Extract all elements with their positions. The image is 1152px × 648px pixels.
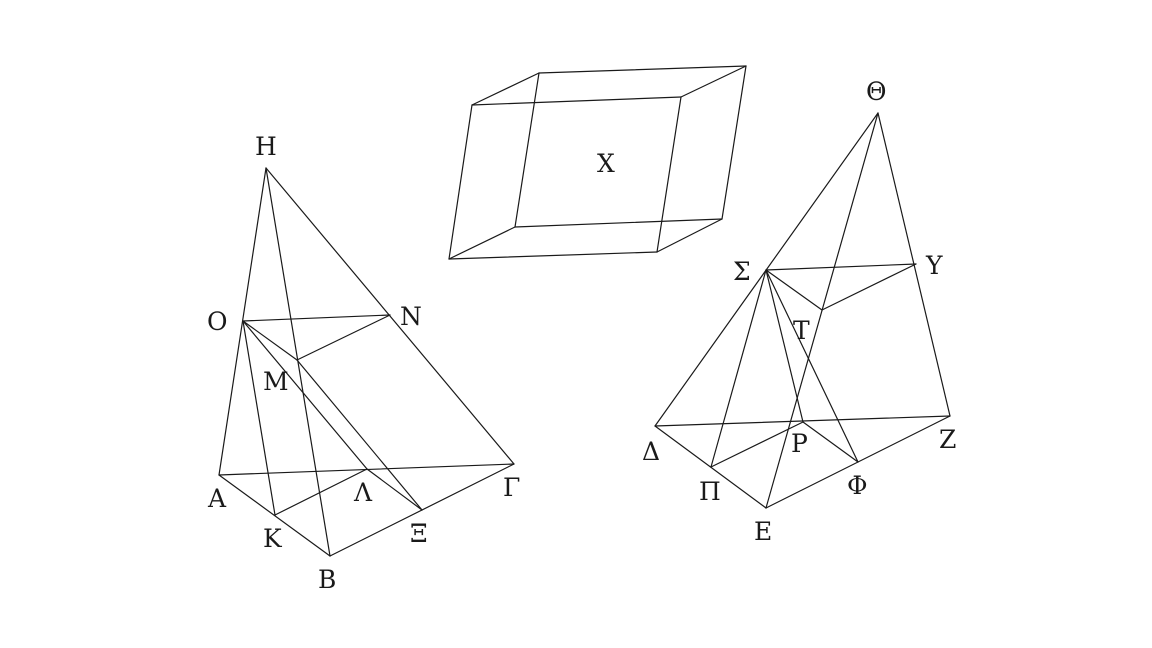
label-S: Σ <box>733 257 751 286</box>
edge-link-bottom-right <box>656 218 723 253</box>
edge-S-R <box>765 269 804 423</box>
edge-S-Y <box>765 263 917 271</box>
label-C: Χ <box>597 149 615 178</box>
edge-S-T <box>765 269 823 311</box>
edge-front-left <box>448 104 473 260</box>
label-B: Β <box>318 565 336 594</box>
edge-P-R <box>710 421 804 468</box>
edge-O-L <box>242 320 368 470</box>
label-T: Τ <box>793 316 810 345</box>
label-Y: Υ <box>925 251 943 280</box>
parallelepiped-middle: Χ <box>448 65 747 260</box>
edge-front-right <box>656 96 682 253</box>
label-E: Ε <box>754 517 772 546</box>
edge-link-bottom-left <box>448 226 516 260</box>
label-P: Π <box>699 477 721 506</box>
edge-T-Y <box>821 263 917 311</box>
edge-link-top-right <box>680 65 747 98</box>
label-K: Κ <box>263 524 283 553</box>
label-O: Ο <box>207 307 228 336</box>
edge-S-P <box>710 269 767 468</box>
label-G: Γ <box>503 473 520 502</box>
pyramid-left: Η Ο Ν Μ Α Κ Β Λ Ξ Γ <box>207 132 520 594</box>
edge-A-B <box>218 474 331 557</box>
label-Z: Ζ <box>939 425 956 454</box>
label-F: Φ <box>847 471 868 500</box>
edge-back-right <box>721 65 747 220</box>
edge-L-X <box>366 468 423 511</box>
label-TH: Θ <box>866 77 887 106</box>
edge-front-bottom <box>448 251 658 260</box>
edge-O-K <box>242 320 276 516</box>
edge-M-X <box>296 359 423 511</box>
label-H: Η <box>255 132 277 161</box>
label-L: Λ <box>353 478 373 507</box>
pyramid-right: Θ Σ Υ Τ Δ Π Ρ Ζ Φ Ε <box>642 77 956 546</box>
edge-O-M <box>242 320 298 361</box>
label-N: Ν <box>400 302 422 331</box>
edge-M-N <box>296 314 391 361</box>
edge-back-top <box>538 65 747 74</box>
edge-back-left <box>514 72 540 228</box>
edge-O-N <box>242 314 391 322</box>
label-A: Α <box>207 484 227 513</box>
label-M: Μ <box>263 367 289 396</box>
label-D: Δ <box>642 437 660 466</box>
label-X: Ξ <box>410 519 428 548</box>
edge-back-bottom <box>514 218 723 228</box>
edge-K-L <box>274 468 368 516</box>
edge-front-top <box>471 96 682 106</box>
edge-S-F <box>765 269 859 463</box>
edge-H-G <box>265 167 515 465</box>
label-R: Ρ <box>791 429 808 458</box>
edge-R-F <box>802 421 859 463</box>
edge-link-top-left <box>471 72 540 106</box>
